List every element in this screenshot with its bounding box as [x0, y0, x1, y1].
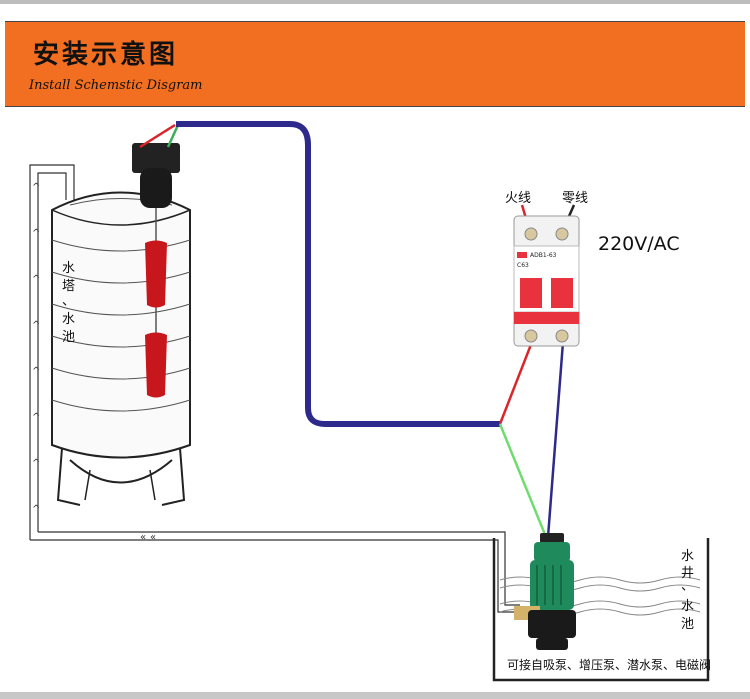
- water-tank: [51, 191, 191, 506]
- live-wire-label: 火线: [505, 191, 531, 206]
- svg-text:«: «: [140, 532, 146, 543]
- svg-text:^: ^: [32, 366, 40, 377]
- breaker-model: ADB1-63: [530, 252, 557, 259]
- breaker-curve: C63: [517, 262, 529, 269]
- breaker-blue-wire: [546, 341, 565, 538]
- svg-text:^: ^: [32, 228, 40, 239]
- breaker-green-wire: [498, 423, 548, 538]
- banner-title: 安装示意图: [33, 40, 179, 70]
- float-green-wire: [166, 124, 180, 148]
- neutral-wire-label: 零线: [562, 191, 588, 206]
- breaker-red-wire: [498, 341, 534, 425]
- svg-text:^: ^: [32, 274, 40, 285]
- svg-text:池: 池: [62, 330, 75, 345]
- svg-text:水: 水: [681, 599, 694, 614]
- svg-text:水: 水: [62, 312, 75, 327]
- lower-float: [145, 332, 167, 398]
- float-switch: [132, 143, 180, 398]
- svg-text:^: ^: [32, 504, 40, 515]
- svg-text:^: ^: [32, 320, 40, 331]
- svg-text:、: 、: [62, 294, 75, 309]
- title-banner: 安装示意图 Install Schemstic Disgram: [5, 21, 745, 107]
- circuit-breaker: ADB1-63 C63: [513, 215, 580, 347]
- svg-text:池: 池: [681, 617, 694, 632]
- banner-subtitle: Install Schemstic Disgram: [29, 78, 203, 93]
- top-rule: [0, 0, 750, 4]
- svg-text:井: 井: [681, 566, 694, 581]
- svg-text:水: 水: [681, 549, 694, 564]
- svg-text:、: 、: [681, 579, 694, 594]
- pump-note: 可接自吸泵、增压泵、潜水泵、电磁阀: [507, 657, 711, 672]
- tank-label: 水 塔 、 水 池: [62, 261, 75, 345]
- control-cable: [176, 121, 500, 427]
- bottom-rule: [0, 692, 750, 699]
- voltage-label: 220V/AC: [598, 233, 680, 255]
- svg-text:^: ^: [32, 412, 40, 423]
- svg-text:塔: 塔: [62, 279, 75, 294]
- upper-float: [145, 240, 167, 308]
- svg-text:水: 水: [62, 261, 75, 276]
- flow-arrows: ^ ^ ^ ^ ^ ^ ^ ^ « «: [32, 182, 156, 543]
- well-label: 水 井 、 水 池: [681, 549, 694, 632]
- svg-text:^: ^: [32, 458, 40, 469]
- water-pipe: [29, 164, 520, 613]
- svg-text:«: «: [150, 532, 156, 543]
- submersible-pump: [514, 533, 576, 650]
- svg-text:^: ^: [32, 182, 40, 193]
- float-red-wire: [139, 123, 176, 149]
